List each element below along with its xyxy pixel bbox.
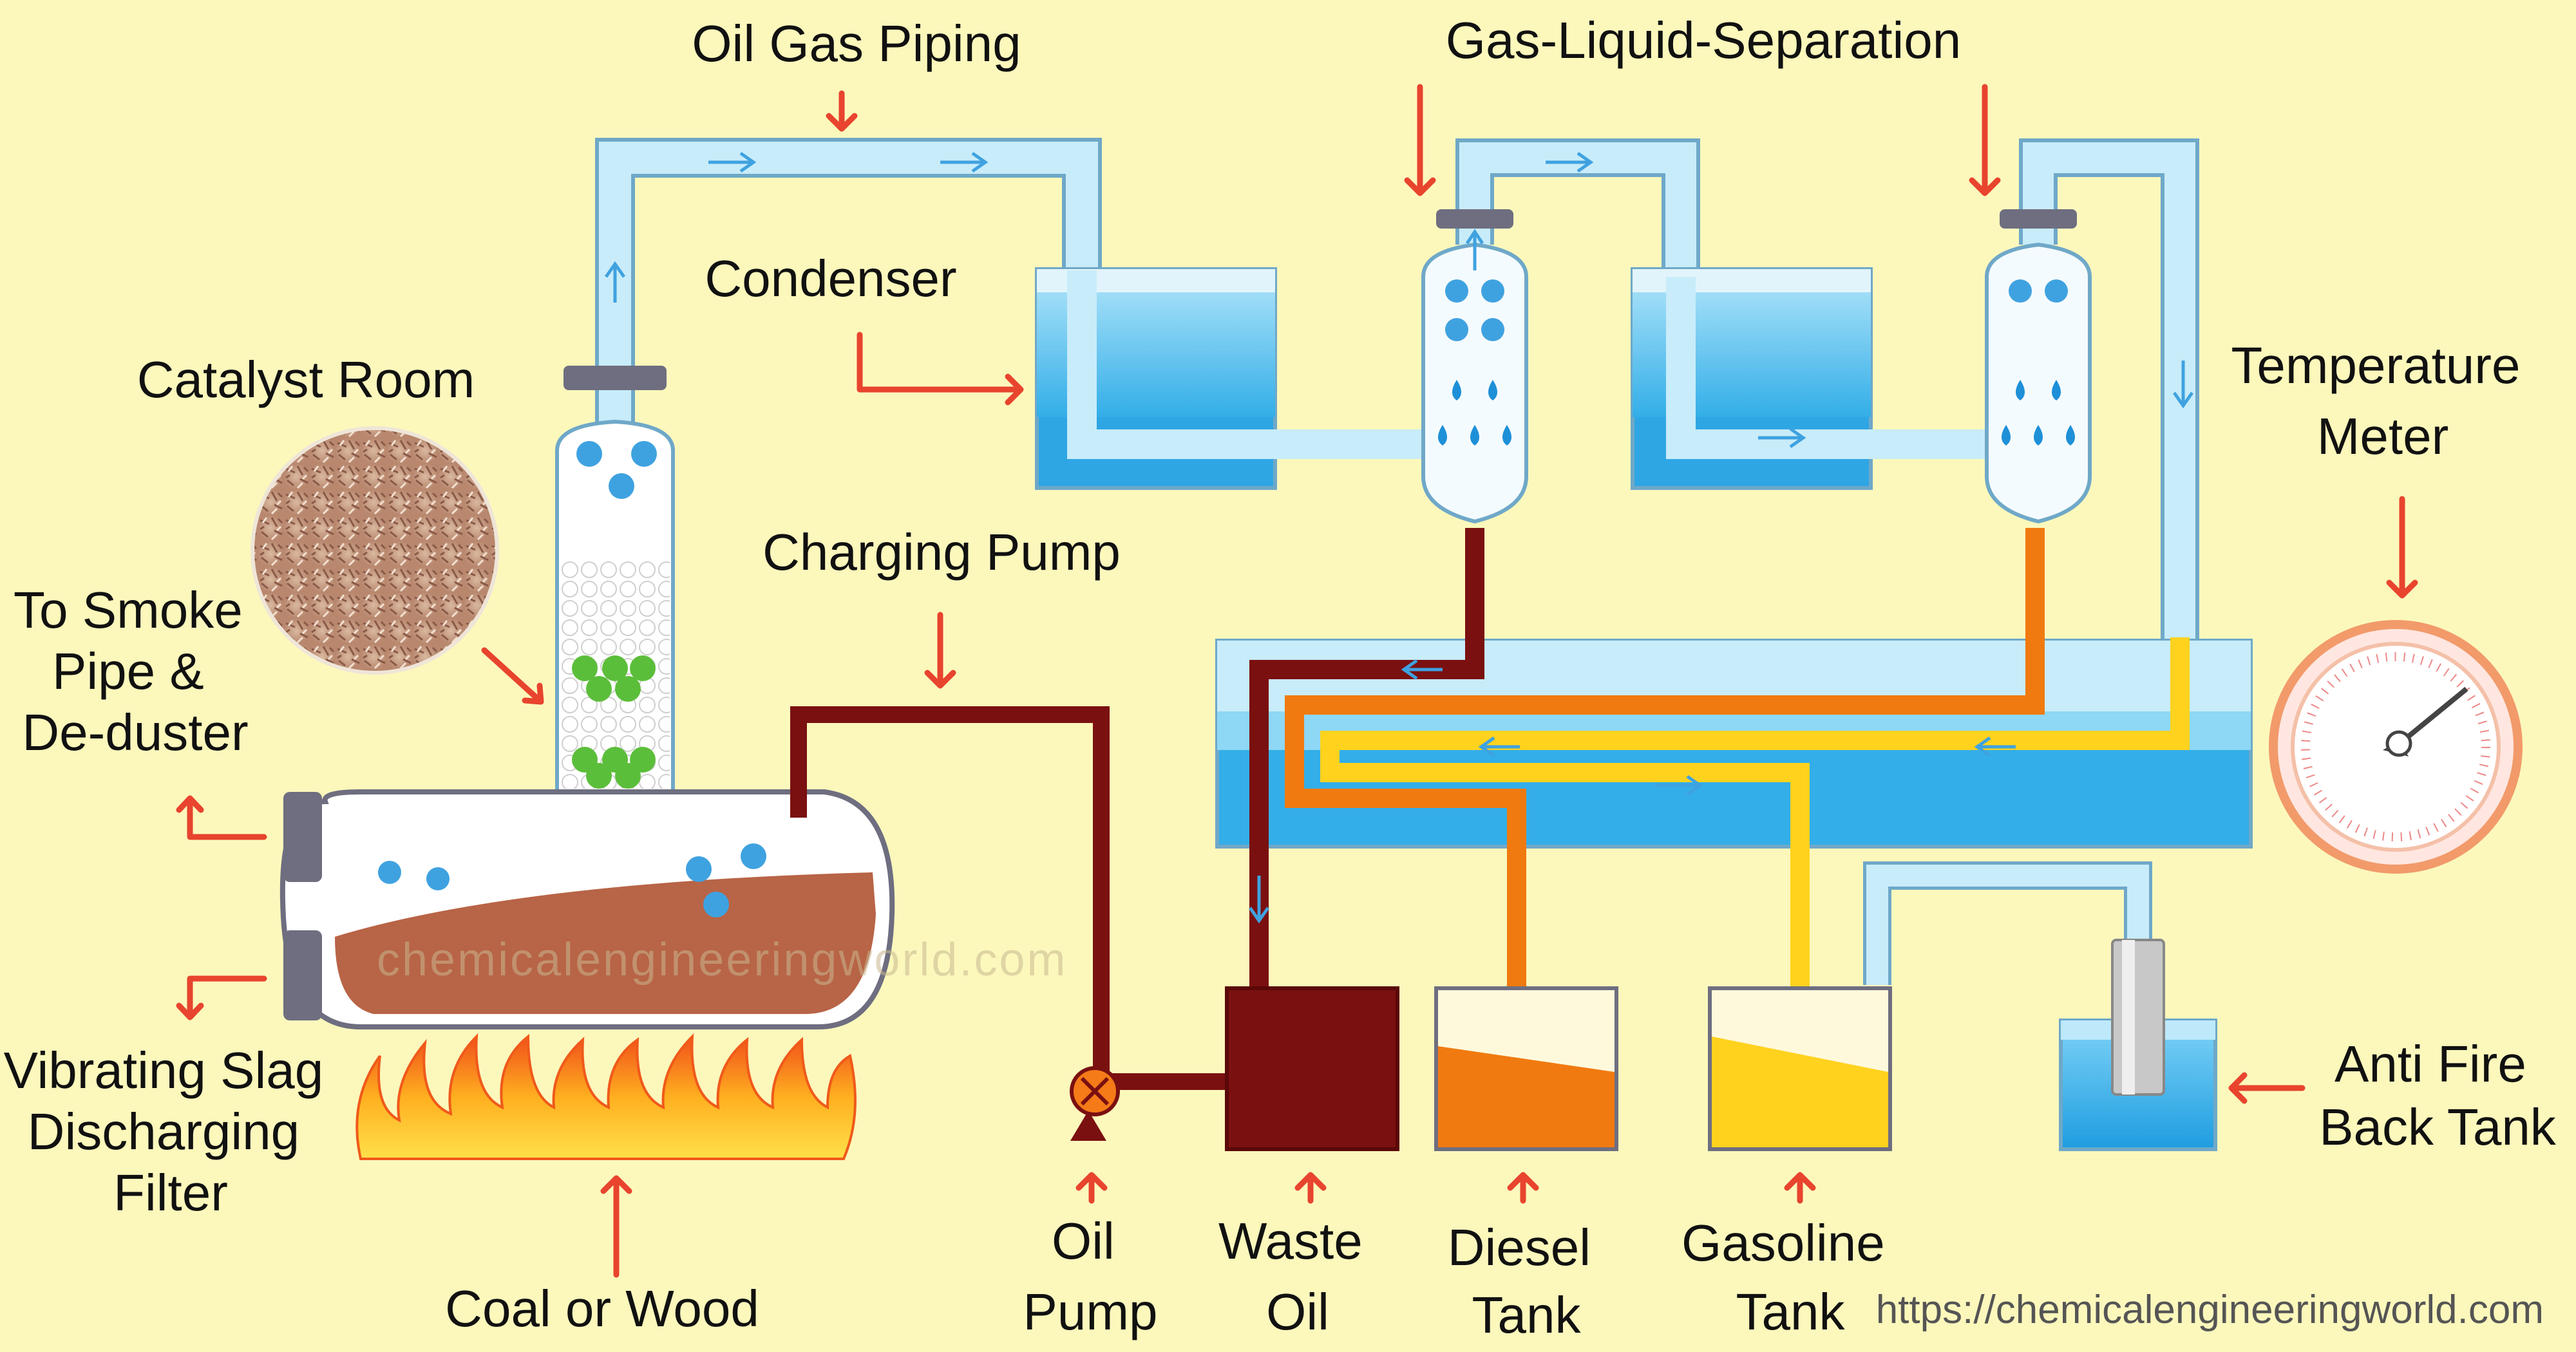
flow-arrow-icon <box>1248 876 1270 924</box>
flow-arrow-icon <box>708 151 757 173</box>
flow-arrow-icon <box>1758 427 1806 449</box>
flow-arrow-icon <box>2172 361 2194 409</box>
temperature-meter-icon <box>2269 620 2523 874</box>
condenser-1 <box>1035 267 1426 490</box>
separator-piping-2 <box>2019 138 2199 644</box>
flow-arrow-icon <box>1546 151 1594 173</box>
label-waste-oil: Waste Oil <box>1218 1212 1377 1340</box>
label-catalyst-room: Catalyst Room <box>137 351 475 408</box>
flow-arrow-icon <box>1974 736 2016 758</box>
label-coal-or-wood: Coal or Wood <box>445 1280 759 1337</box>
pyrolysis-reactor <box>279 789 895 1029</box>
label-temperature-meter: Temperature Meter <box>2231 337 2534 465</box>
burner-flames <box>355 1033 857 1160</box>
flow-arrow-icon <box>604 261 626 303</box>
label-vibrating-slag: Vibrating Slag Discharging Filter <box>4 1042 338 1221</box>
anti-fire-piping <box>1863 861 2152 985</box>
waste-oil-line <box>1248 528 1484 1004</box>
waste-oil-tank <box>1225 986 1399 1151</box>
anti-fire-back-tank <box>2059 939 2217 1151</box>
gasoline-tank <box>1708 986 1892 1151</box>
source-url: https://chemicalengineeringworld.com <box>1876 1288 2544 1332</box>
flow-arrow-icon <box>940 151 989 173</box>
gas-liquid-separator-2 <box>1985 209 2092 524</box>
flow-arrow-icon <box>1401 659 1443 681</box>
catalyst-sample-image <box>251 426 499 675</box>
flow-arrow-icon <box>1655 775 1703 796</box>
flow-arrow-icon <box>1478 736 1520 758</box>
label-anti-fire-back-tank: Anti Fire Back Tank <box>2319 1035 2557 1156</box>
gas-liquid-separator-1 <box>1421 209 1528 524</box>
label-oil-gas-piping: Oil Gas Piping <box>692 15 1021 72</box>
label-gas-liquid-separation: Gas-Liquid-Separation <box>1446 12 1961 69</box>
label-condenser: Condenser <box>705 250 956 307</box>
label-to-smoke-pipe: To Smoke Pipe & De-duster <box>14 581 257 761</box>
diesel-tank <box>1434 986 1618 1151</box>
catalyst-column <box>555 366 675 794</box>
label-charging-pump: Charging Pump <box>762 523 1121 581</box>
label-gasoline-tank: Gasoline Tank <box>1681 1214 1899 1340</box>
charging-pipe <box>790 706 1230 1090</box>
label-oil-pump: Oil Pump <box>1023 1212 1158 1340</box>
separator-piping-1 <box>1455 138 1700 290</box>
indicator-arrows <box>176 84 2418 1278</box>
oil-pump-icon <box>1070 1066 1120 1141</box>
label-diesel-tank: Diesel Tank <box>1448 1219 1605 1344</box>
watermark: chemicalengineeringworld.com <box>377 934 1068 986</box>
condenser-2 <box>1631 267 1993 490</box>
